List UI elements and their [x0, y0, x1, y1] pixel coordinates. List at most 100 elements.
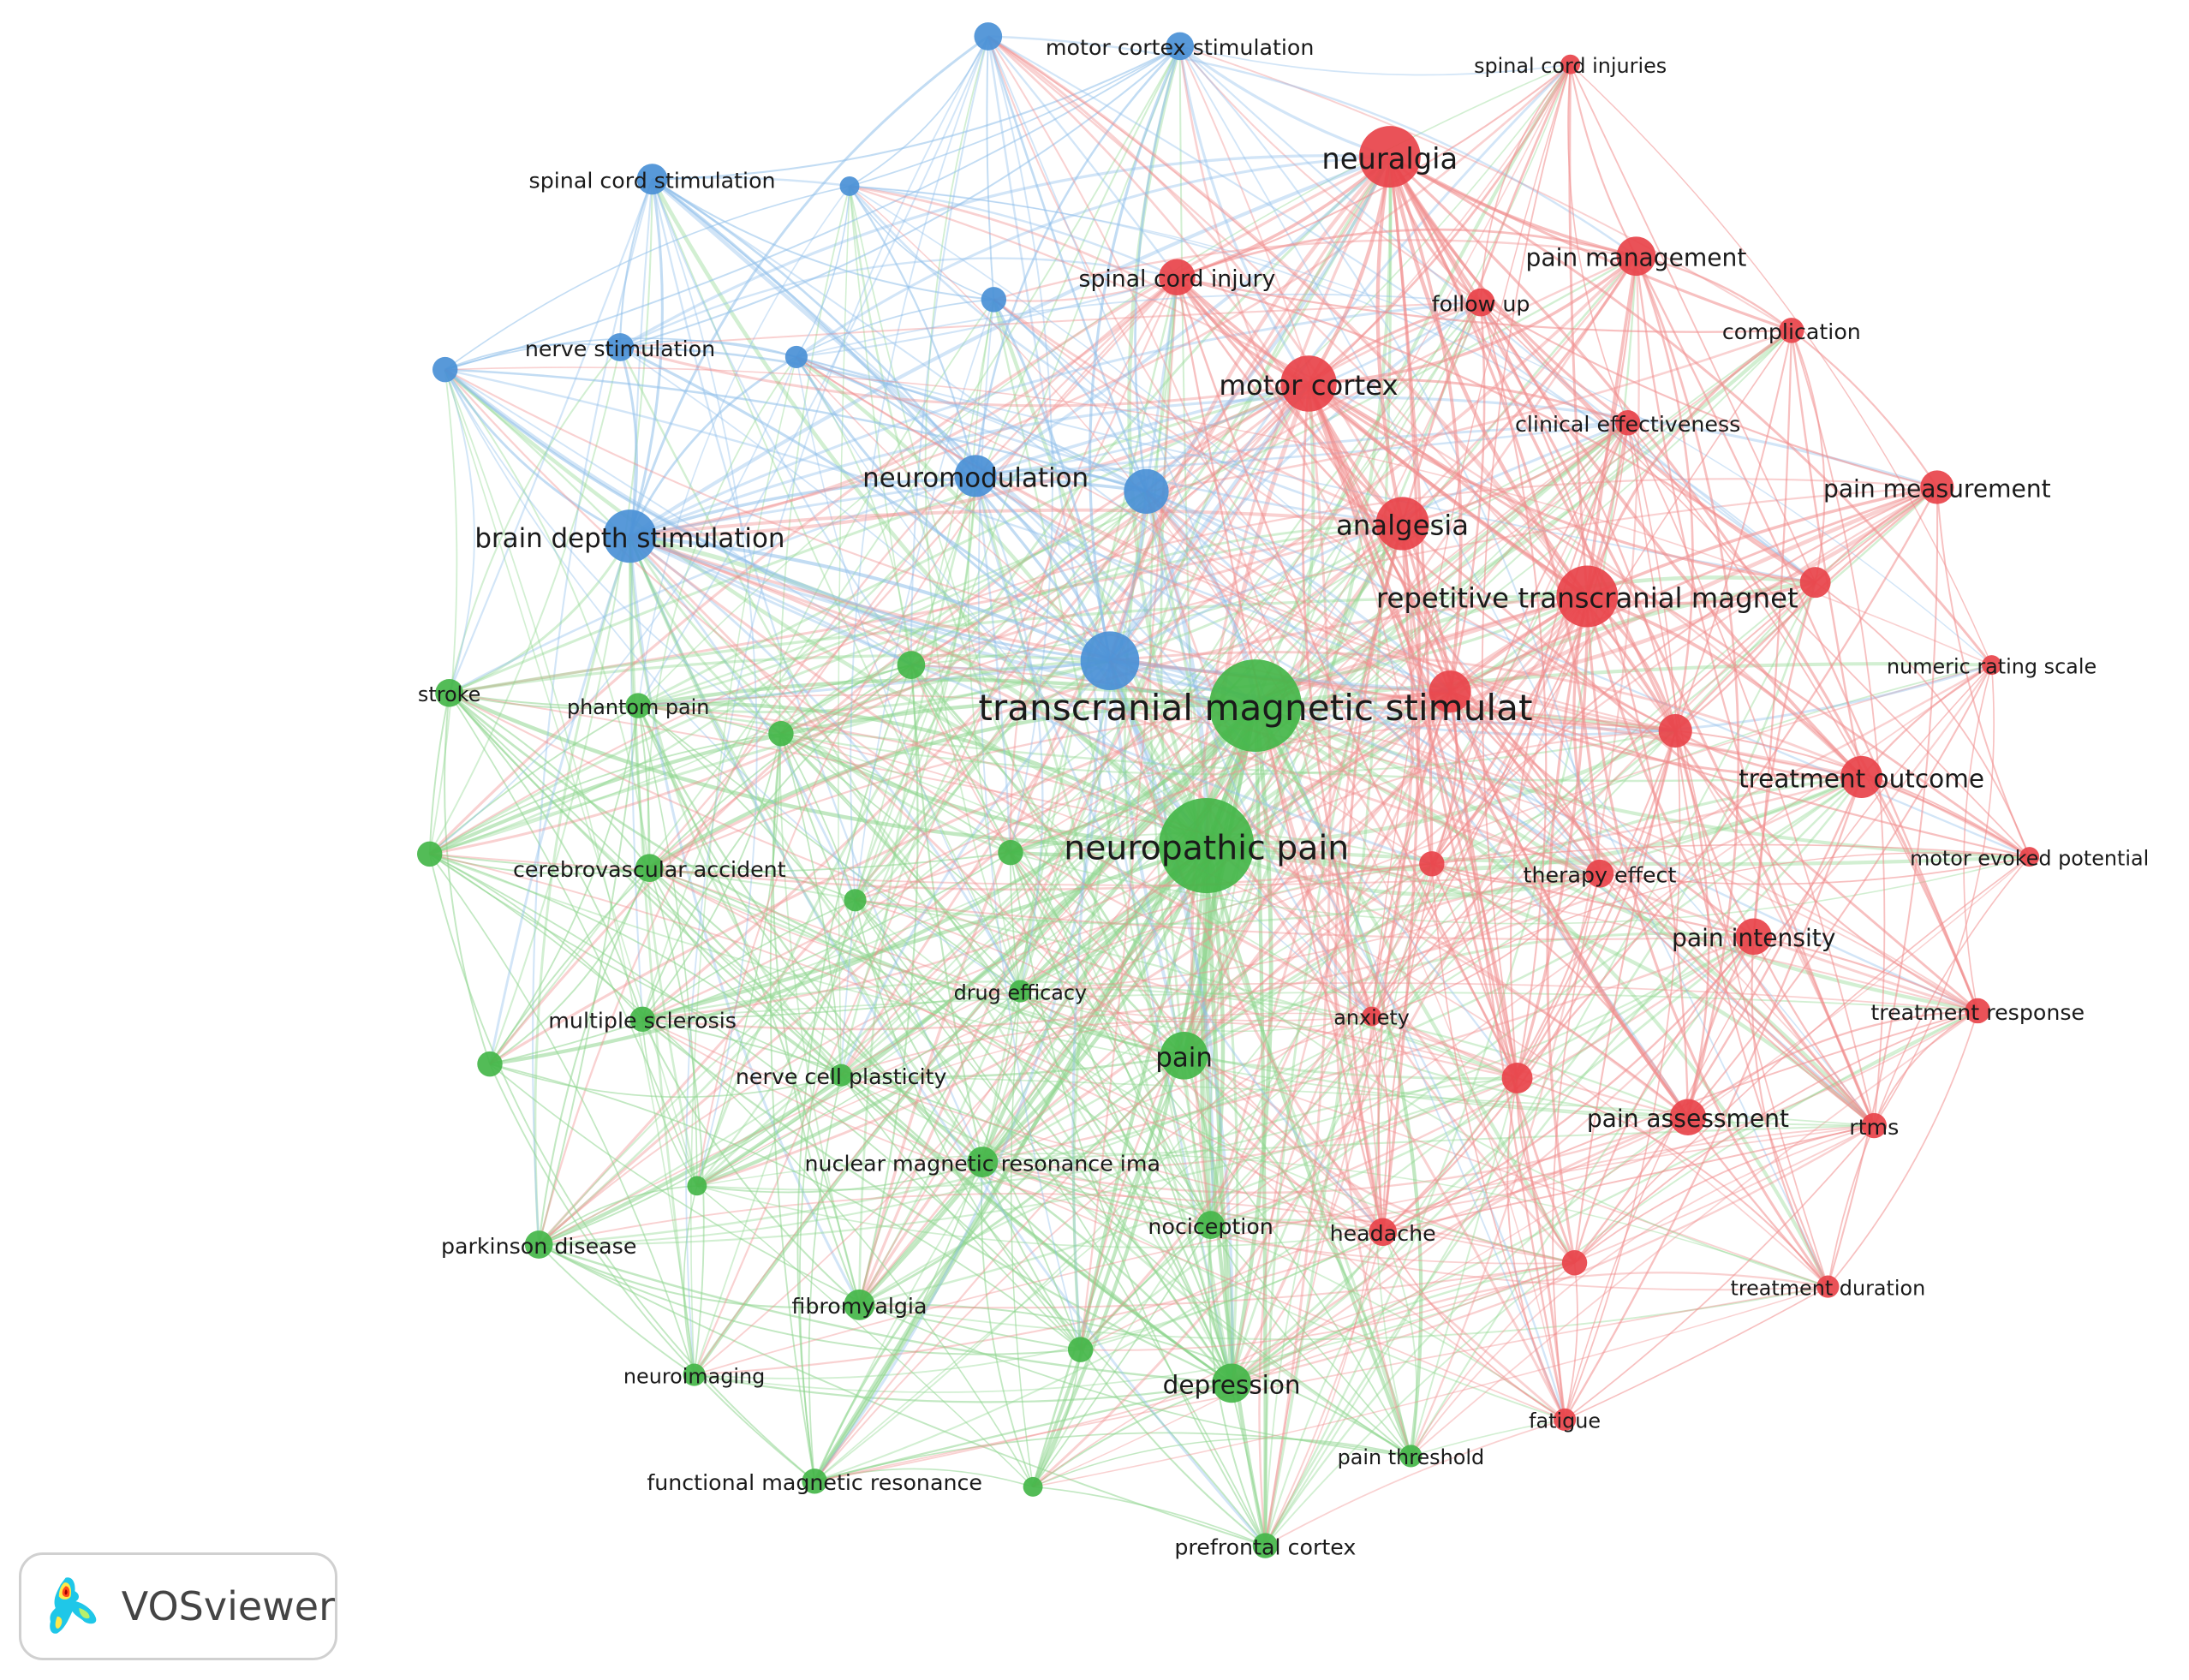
- node-red[interactable]: [1554, 1408, 1577, 1431]
- node-label[interactable]: multiple sclerosis: [548, 1009, 737, 1034]
- node-label[interactable]: pain management: [1526, 244, 1747, 272]
- node-green[interactable]: [768, 721, 794, 747]
- node-label[interactable]: spinal cord stimulation: [529, 169, 776, 194]
- node-label[interactable]: repetitive transcranial magnet: [1376, 582, 1798, 615]
- node-red[interactable]: [1560, 54, 1581, 74]
- node-label[interactable]: nociception: [1148, 1214, 1273, 1239]
- node-red[interactable]: [1369, 1218, 1398, 1247]
- node-blue[interactable]: [981, 287, 1007, 313]
- node-red[interactable]: [1920, 470, 1954, 504]
- node-red[interactable]: [1501, 1062, 1533, 1093]
- node-green[interactable]: [844, 889, 867, 912]
- node-blue[interactable]: [839, 176, 860, 196]
- node-green[interactable]: [897, 651, 926, 679]
- node-label[interactable]: nerve stimulation: [525, 337, 715, 361]
- node-green[interactable]: [477, 1051, 503, 1077]
- node-red[interactable]: [1362, 1006, 1382, 1027]
- node-green[interactable]: [625, 693, 651, 718]
- node-label[interactable]: numeric rating scale: [1887, 654, 2097, 678]
- node-label[interactable]: motor evoked potential: [1910, 846, 2149, 870]
- node-blue[interactable]: [1124, 468, 1169, 515]
- node-red[interactable]: [1965, 998, 1990, 1024]
- node-label[interactable]: pain threshold: [1338, 1445, 1485, 1469]
- node-green[interactable]: [435, 678, 463, 707]
- node-green[interactable]: [998, 840, 1023, 866]
- node-red[interactable]: [1358, 126, 1421, 188]
- node-red[interactable]: [1982, 655, 2002, 676]
- node-label[interactable]: nuclear magnetic resonance ima: [805, 1151, 1160, 1176]
- node-red[interactable]: [1429, 670, 1471, 713]
- node-red[interactable]: [1861, 1112, 1887, 1139]
- node-blue[interactable]: [636, 164, 668, 195]
- node-red[interactable]: [1585, 859, 1614, 888]
- node-red[interactable]: [1280, 355, 1337, 412]
- node-label[interactable]: pain measurement: [1823, 474, 2051, 503]
- node-label[interactable]: fatigue: [1529, 1409, 1601, 1433]
- node-green[interactable]: [802, 1469, 827, 1494]
- node-label[interactable]: brain depth stimulation: [474, 523, 784, 554]
- node-green[interactable]: [1159, 797, 1255, 894]
- node-label[interactable]: prefrontal cortex: [1174, 1534, 1356, 1559]
- node-red[interactable]: [1375, 497, 1429, 551]
- node-label[interactable]: functional magnetic resonance: [647, 1470, 982, 1495]
- node-red[interactable]: [1669, 1099, 1707, 1135]
- node-red[interactable]: [1735, 918, 1772, 956]
- node-red[interactable]: [1614, 410, 1641, 436]
- node-green[interactable]: [1209, 659, 1302, 752]
- node-label[interactable]: nerve cell plasticity: [736, 1064, 947, 1089]
- node-green[interactable]: [683, 1363, 706, 1386]
- node-label[interactable]: spinal cord injury: [1079, 266, 1276, 293]
- node-red[interactable]: [1616, 236, 1656, 277]
- node-red[interactable]: [1779, 318, 1804, 343]
- node-green[interactable]: [1399, 1445, 1423, 1468]
- node-label[interactable]: therapy effect: [1524, 863, 1677, 888]
- node-green[interactable]: [1196, 1211, 1225, 1239]
- node-green[interactable]: [1252, 1533, 1279, 1558]
- node-label[interactable]: treatment duration: [1730, 1276, 1925, 1300]
- node-blue[interactable]: [1080, 631, 1140, 691]
- node-red[interactable]: [1840, 755, 1883, 798]
- node-red[interactable]: [1561, 1250, 1588, 1276]
- node-label[interactable]: depression: [1163, 1370, 1301, 1399]
- node-label[interactable]: complication: [1722, 319, 1861, 344]
- node-green[interactable]: [1067, 1337, 1094, 1362]
- node-label[interactable]: clinical effectiveness: [1515, 412, 1740, 437]
- node-label[interactable]: headache: [1330, 1221, 1436, 1246]
- node-green[interactable]: [524, 1230, 553, 1259]
- node-label[interactable]: pain assessment: [1587, 1105, 1789, 1133]
- node-label[interactable]: follow up: [1432, 291, 1530, 316]
- node-label[interactable]: anxiety: [1333, 1006, 1410, 1030]
- node-red[interactable]: [1799, 567, 1831, 599]
- node-label[interactable]: transcranial magnetic stimulat: [978, 687, 1532, 729]
- node-green[interactable]: [635, 854, 664, 883]
- node-label[interactable]: pain: [1155, 1042, 1213, 1073]
- node-red[interactable]: [1159, 259, 1196, 295]
- node-blue[interactable]: [974, 22, 1003, 51]
- node-blue[interactable]: [603, 509, 657, 563]
- node-blue[interactable]: [954, 455, 997, 497]
- node-green[interactable]: [967, 1147, 999, 1178]
- node-red[interactable]: [2019, 847, 2040, 867]
- node-blue[interactable]: [784, 345, 808, 369]
- node-green[interactable]: [830, 1063, 853, 1087]
- node-label[interactable]: motor cortex: [1219, 369, 1398, 402]
- node-label[interactable]: spinal cord injuries: [1474, 54, 1667, 78]
- node-red[interactable]: [1816, 1275, 1840, 1298]
- node-green[interactable]: [417, 841, 443, 867]
- node-green[interactable]: [1212, 1363, 1252, 1403]
- node-label[interactable]: parkinson disease: [441, 1234, 636, 1259]
- node-label[interactable]: analgesia: [1336, 509, 1469, 542]
- node-label[interactable]: neuropathic pain: [1064, 829, 1349, 868]
- node-green[interactable]: [629, 1006, 655, 1032]
- node-green[interactable]: [1023, 1476, 1043, 1497]
- node-blue[interactable]: [432, 356, 458, 383]
- node-red[interactable]: [1419, 851, 1445, 877]
- node-label[interactable]: treatment outcome: [1739, 764, 1984, 793]
- node-red[interactable]: [1658, 713, 1692, 748]
- node-blue[interactable]: [1166, 32, 1195, 61]
- node-label[interactable]: stroke: [418, 682, 480, 706]
- node-label[interactable]: rtms: [1849, 1115, 1899, 1140]
- node-label[interactable]: neuroimaging: [623, 1364, 765, 1388]
- node-green[interactable]: [844, 1289, 875, 1320]
- node-blue[interactable]: [605, 333, 635, 361]
